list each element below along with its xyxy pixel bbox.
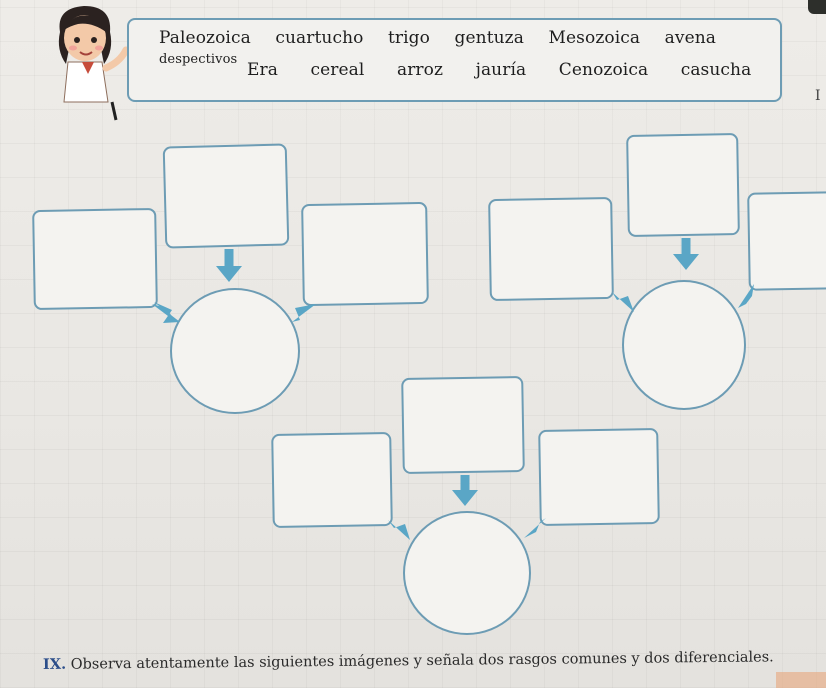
word-item: cereal bbox=[310, 60, 365, 80]
word-item: Cenozoica bbox=[558, 60, 649, 80]
girl-mascot-illustration bbox=[58, 6, 130, 121]
word-item: gentuza bbox=[454, 28, 524, 48]
word-item: jauría bbox=[475, 60, 527, 80]
word-item: Era bbox=[247, 60, 278, 80]
arrow-down-icon bbox=[673, 238, 699, 270]
arrow-diagonal-icon bbox=[152, 302, 180, 323]
word-bank-line-2: Era cereal arroz jauría Cenozoica casuch… bbox=[247, 60, 780, 80]
word-item: Paleozoica bbox=[159, 28, 251, 48]
answer-circle-bottom[interactable] bbox=[403, 511, 531, 635]
word-item: avena bbox=[664, 28, 717, 48]
arrow-down-icon bbox=[452, 475, 478, 506]
arrow-diagonal-icon bbox=[612, 292, 634, 312]
word-item: arroz bbox=[396, 60, 444, 80]
arrow-diagonal-icon bbox=[524, 518, 546, 538]
answer-circle-right[interactable] bbox=[622, 280, 746, 410]
arrow-down-icon bbox=[216, 249, 242, 282]
word-item: despectivos bbox=[159, 52, 238, 67]
page-tab bbox=[808, 0, 826, 14]
margin-letter: I bbox=[815, 88, 821, 104]
exercise-number: IX. bbox=[42, 655, 67, 673]
answer-circle-left[interactable] bbox=[170, 288, 300, 414]
word-bank-line-1: Paleozoica cuartucho trigo gentuza Mesoz… bbox=[159, 28, 780, 68]
word-bank: Paleozoica cuartucho trigo gentuza Mesoz… bbox=[127, 18, 782, 102]
word-item: Mesozoica bbox=[548, 28, 641, 48]
arrow-diagonal-icon bbox=[292, 304, 316, 322]
word-item: casucha bbox=[680, 60, 752, 80]
word-item: trigo bbox=[387, 28, 430, 48]
page-corner-mark bbox=[776, 672, 826, 688]
arrow-diagonal-icon bbox=[738, 284, 754, 308]
word-item: cuartucho bbox=[275, 28, 364, 48]
arrow-diagonal-icon bbox=[388, 520, 410, 540]
